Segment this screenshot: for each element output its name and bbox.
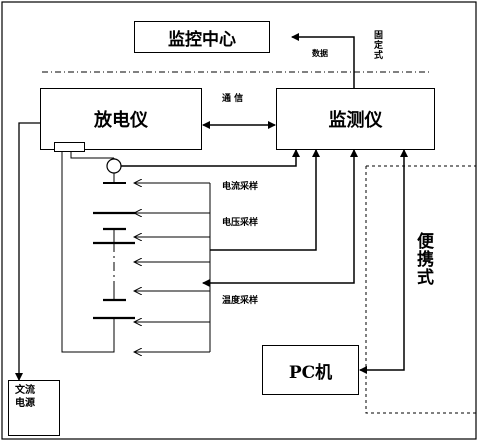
fixed-link-arrow [291,33,355,88]
pc-label: PC机 [288,362,333,383]
current-probe [106,158,122,174]
monitor-center-label: 监控中心 [168,29,236,50]
current-sampling-line [121,149,300,167]
monitor-center-box: 监控中心 [134,21,270,53]
comm-label: 通 信 [222,94,244,104]
data-label: 数据 [312,49,328,58]
discharger-port [54,142,85,152]
ac-power-label-line2: 电源 [15,398,35,409]
fixed-label: 固定式 [372,30,382,60]
pc-box: PC机 [262,345,359,395]
portable-label: 便携式 [413,232,433,286]
ac-power-line [15,122,40,381]
discharger-top-wire [70,150,114,159]
discharger-loop [61,150,115,353]
discharger-box: 放电仪 [40,88,202,150]
portable-frame-side [365,166,476,414]
outer-frame [1,1,477,440]
monitor-label: 监测仪 [328,110,383,131]
ac-power-box: 文流 电源 [8,380,60,436]
discharger-label: 放电仪 [94,110,148,131]
pc-link-arrow [359,149,408,374]
voltage-sampling-line [210,149,320,251]
sampling-taps [134,183,210,352]
temperature-sampling-label: 温度采样 [222,296,259,306]
battery-string [93,211,135,320]
ac-power-label-line1: 文流 [15,385,35,396]
voltage-sampling-label: 电压采样 [222,218,259,228]
temperature-sampling-line [202,149,358,287]
current-sampling-label: 电流采样 [222,182,259,192]
monitor-box: 监测仪 [276,88,435,150]
